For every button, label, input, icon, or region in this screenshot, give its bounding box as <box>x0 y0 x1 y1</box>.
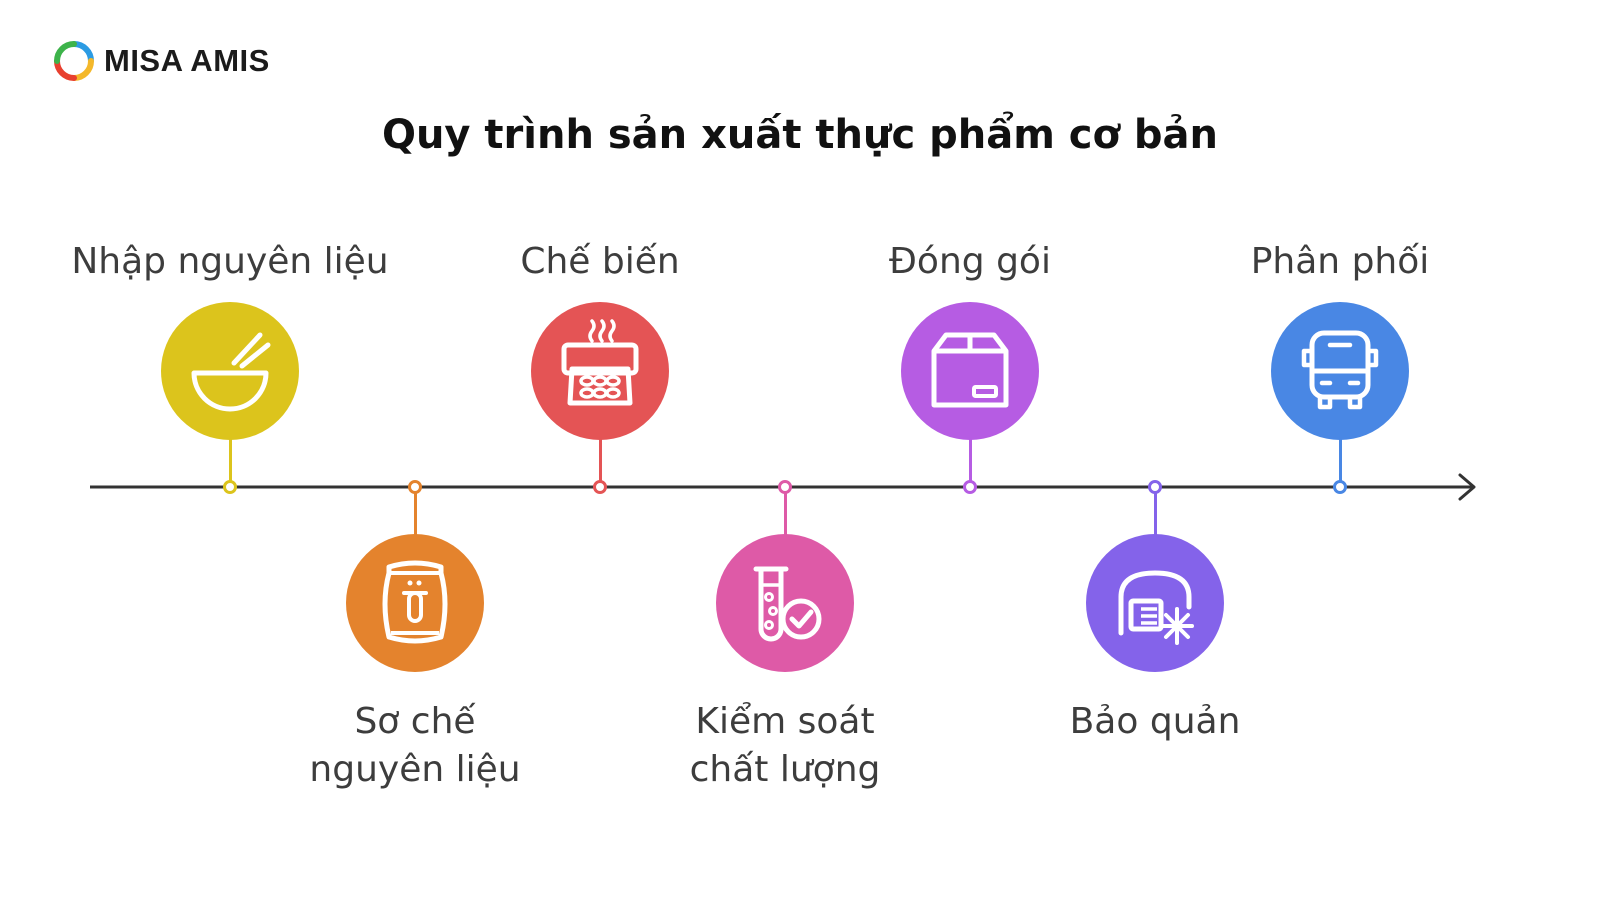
step-circle <box>346 534 484 672</box>
cooking-tray-icon <box>561 319 639 406</box>
step-connector <box>783 487 787 536</box>
step-circle <box>1086 534 1224 672</box>
step-label: Kiểm soát chất lượng <box>689 701 881 790</box>
step-circle <box>716 534 854 672</box>
step-connector <box>228 438 232 487</box>
step-marker <box>223 480 237 494</box>
step-circle <box>161 302 299 440</box>
step-marker <box>778 480 792 494</box>
bus-icon <box>1301 330 1379 410</box>
step-marker <box>1333 480 1347 494</box>
arrow-head-icon <box>1458 473 1476 501</box>
misa-swirl-logo-icon <box>54 41 94 81</box>
step-label: Đóng gói <box>889 241 1051 282</box>
step-label: Bảo quản <box>1069 701 1241 742</box>
step-connector <box>968 438 972 487</box>
step-connector <box>413 487 417 536</box>
step-marker <box>408 480 422 494</box>
step-connector <box>1338 438 1342 487</box>
diagram-title: Quy trình sản xuất thực phẩm cơ bản <box>381 112 1219 158</box>
step-circle <box>901 302 1039 440</box>
brand: MISA AMIS <box>54 40 270 82</box>
ingredient-sack-icon <box>382 560 448 644</box>
step-circle <box>531 302 669 440</box>
step-circle <box>1271 302 1409 440</box>
step-marker <box>1148 480 1162 494</box>
brand-name: MISA AMIS <box>104 43 270 78</box>
cold-storage-icon <box>1118 570 1194 645</box>
step-marker <box>593 480 607 494</box>
step-label: Chế biến <box>520 241 680 282</box>
test-tube-check-icon <box>753 566 822 642</box>
step-connector <box>1153 487 1157 536</box>
bowl-chopsticks-icon <box>191 332 271 412</box>
step-marker <box>963 480 977 494</box>
step-label: Nhập nguyên liệu <box>71 241 389 282</box>
step-label: Sơ chế nguyên liệu <box>309 701 521 790</box>
step-connector <box>598 438 602 487</box>
package-box-icon <box>931 332 1009 408</box>
step-label: Phân phối <box>1250 241 1430 282</box>
